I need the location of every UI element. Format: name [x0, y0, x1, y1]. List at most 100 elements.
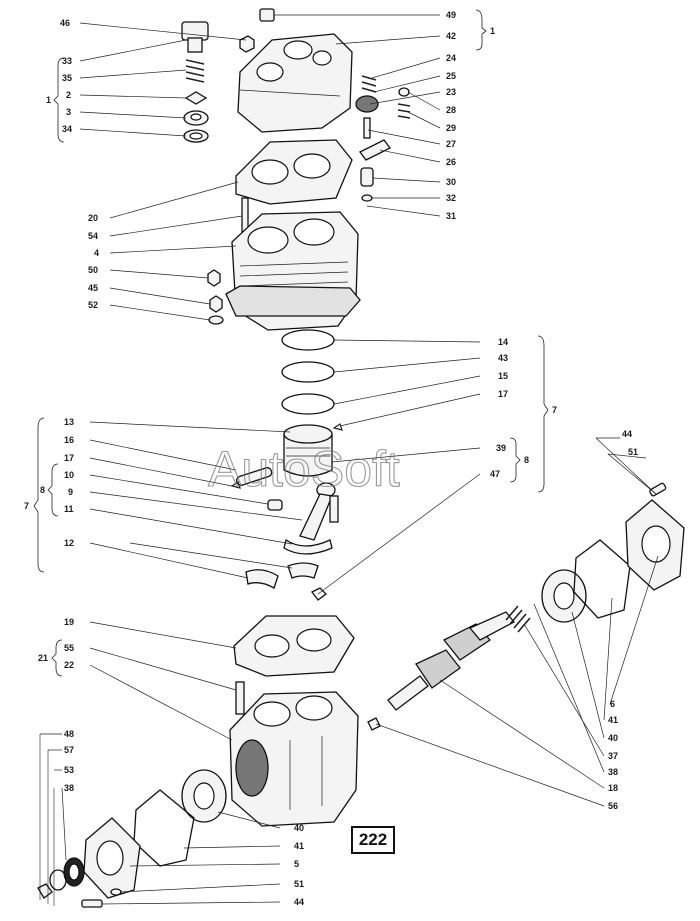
washer-51-left: [110, 888, 122, 896]
cylinder-block: [225, 211, 361, 331]
bracket-8-right: [509, 437, 521, 483]
bracket-1-left: [53, 57, 65, 143]
gasket-right: [573, 539, 631, 619]
block-gasket: [233, 615, 355, 677]
cover-left: [83, 817, 141, 899]
nut-50: [207, 269, 221, 287]
callout-25: 25: [446, 71, 456, 81]
callout-40-bottom: 40: [294, 823, 304, 833]
callout-45: 45: [88, 283, 98, 293]
callout-13: 13: [64, 417, 74, 427]
callout-56: 56: [608, 801, 618, 811]
callout-48: 48: [64, 729, 74, 739]
callout-51-bottom: 51: [294, 879, 304, 889]
callout-16: 16: [64, 435, 74, 445]
callout-11: 11: [64, 504, 74, 514]
circlip-right: [332, 423, 343, 431]
callout-33: 33: [62, 56, 72, 66]
bolt-44-right: [649, 482, 667, 497]
cylinder-head: [237, 33, 353, 133]
callout-24: 24: [446, 53, 456, 63]
group-8-left: 8: [40, 485, 45, 495]
bracket-7-left: [33, 417, 45, 573]
callout-55: 55: [64, 643, 74, 653]
shell-lower: [245, 569, 279, 589]
callout-19: 19: [64, 617, 74, 627]
callout-20: 20: [88, 213, 98, 223]
bracket-7-right: [537, 335, 549, 493]
callout-23: 23: [446, 87, 456, 97]
callout-15: 15: [498, 371, 508, 381]
callout-30: 30: [446, 177, 456, 187]
callout-28: 28: [446, 105, 456, 115]
cover-right: [625, 499, 685, 591]
callout-40-right: 40: [608, 733, 618, 743]
ring-53: [49, 869, 67, 891]
callout-35: 35: [62, 73, 72, 83]
valve-stack: [181, 21, 209, 143]
bracket-8-left: [47, 463, 59, 517]
callout-41-bottom: 41: [294, 841, 304, 851]
stud-55: [235, 681, 245, 715]
callout-10: 10: [64, 470, 74, 480]
group-7-left: 7: [24, 501, 29, 511]
callout-53: 53: [64, 765, 74, 775]
connecting-rod: [283, 482, 336, 555]
callout-44-right: 44: [622, 429, 632, 439]
bolt-44-left: [81, 899, 103, 908]
group-8-right: 8: [524, 455, 529, 465]
head-plug: [259, 8, 275, 22]
callout-38-right: 38: [608, 767, 618, 777]
unloader-parts: [355, 75, 411, 202]
callout-43: 43: [498, 353, 508, 363]
group-1-right: 1: [490, 26, 495, 36]
callout-34: 34: [62, 124, 72, 134]
ring-43: [281, 361, 335, 383]
callout-3: 3: [66, 107, 71, 117]
callout-26: 26: [446, 157, 456, 167]
page-number-box: 222: [351, 826, 395, 854]
nut-57: [37, 883, 53, 899]
callout-49: 49: [446, 10, 456, 20]
callout-39: 39: [496, 443, 506, 453]
nut-45: [209, 295, 223, 313]
callout-31: 31: [446, 211, 456, 221]
group-labels: 1 1 7 8 7 8 21: [24, 26, 557, 663]
callout-57: 57: [64, 745, 74, 755]
callout-50: 50: [88, 265, 98, 275]
group-7-right: 7: [552, 405, 557, 415]
callout-22: 22: [64, 660, 74, 670]
leader-lines: [40, 14, 659, 905]
bearing-right: [541, 569, 587, 623]
callout-52: 52: [88, 300, 98, 310]
callout-42: 42: [446, 31, 456, 41]
callout-6: 6: [610, 699, 615, 709]
rod-bolt: [329, 495, 339, 523]
callout-47: 47: [490, 469, 500, 479]
callout-2: 2: [66, 90, 71, 100]
head-gasket: [235, 139, 353, 205]
ring-15: [281, 393, 335, 415]
callout-54: 54: [88, 231, 98, 241]
callout-17-left: 17: [64, 453, 74, 463]
crankshaft: [387, 611, 515, 711]
group-21: 21: [38, 653, 48, 663]
group-1-left: 1: [46, 95, 51, 105]
crankcase: [229, 691, 359, 827]
callout-41-right: 41: [608, 715, 618, 725]
callout-46: 46: [60, 18, 70, 28]
callout-17-right: 17: [498, 389, 508, 399]
bushing-10: [267, 499, 283, 511]
callout-12: 12: [64, 538, 74, 548]
key-56: [367, 717, 381, 731]
watermark-text: AutoSoft: [208, 441, 400, 497]
bracket-1-right: [475, 9, 487, 51]
callout-14: 14: [498, 337, 508, 347]
shell-upper: [287, 562, 319, 579]
callout-37: 37: [608, 751, 618, 761]
callout-9: 9: [68, 487, 73, 497]
bearing-left: [181, 769, 227, 823]
left-stack-lines: [39, 734, 55, 906]
